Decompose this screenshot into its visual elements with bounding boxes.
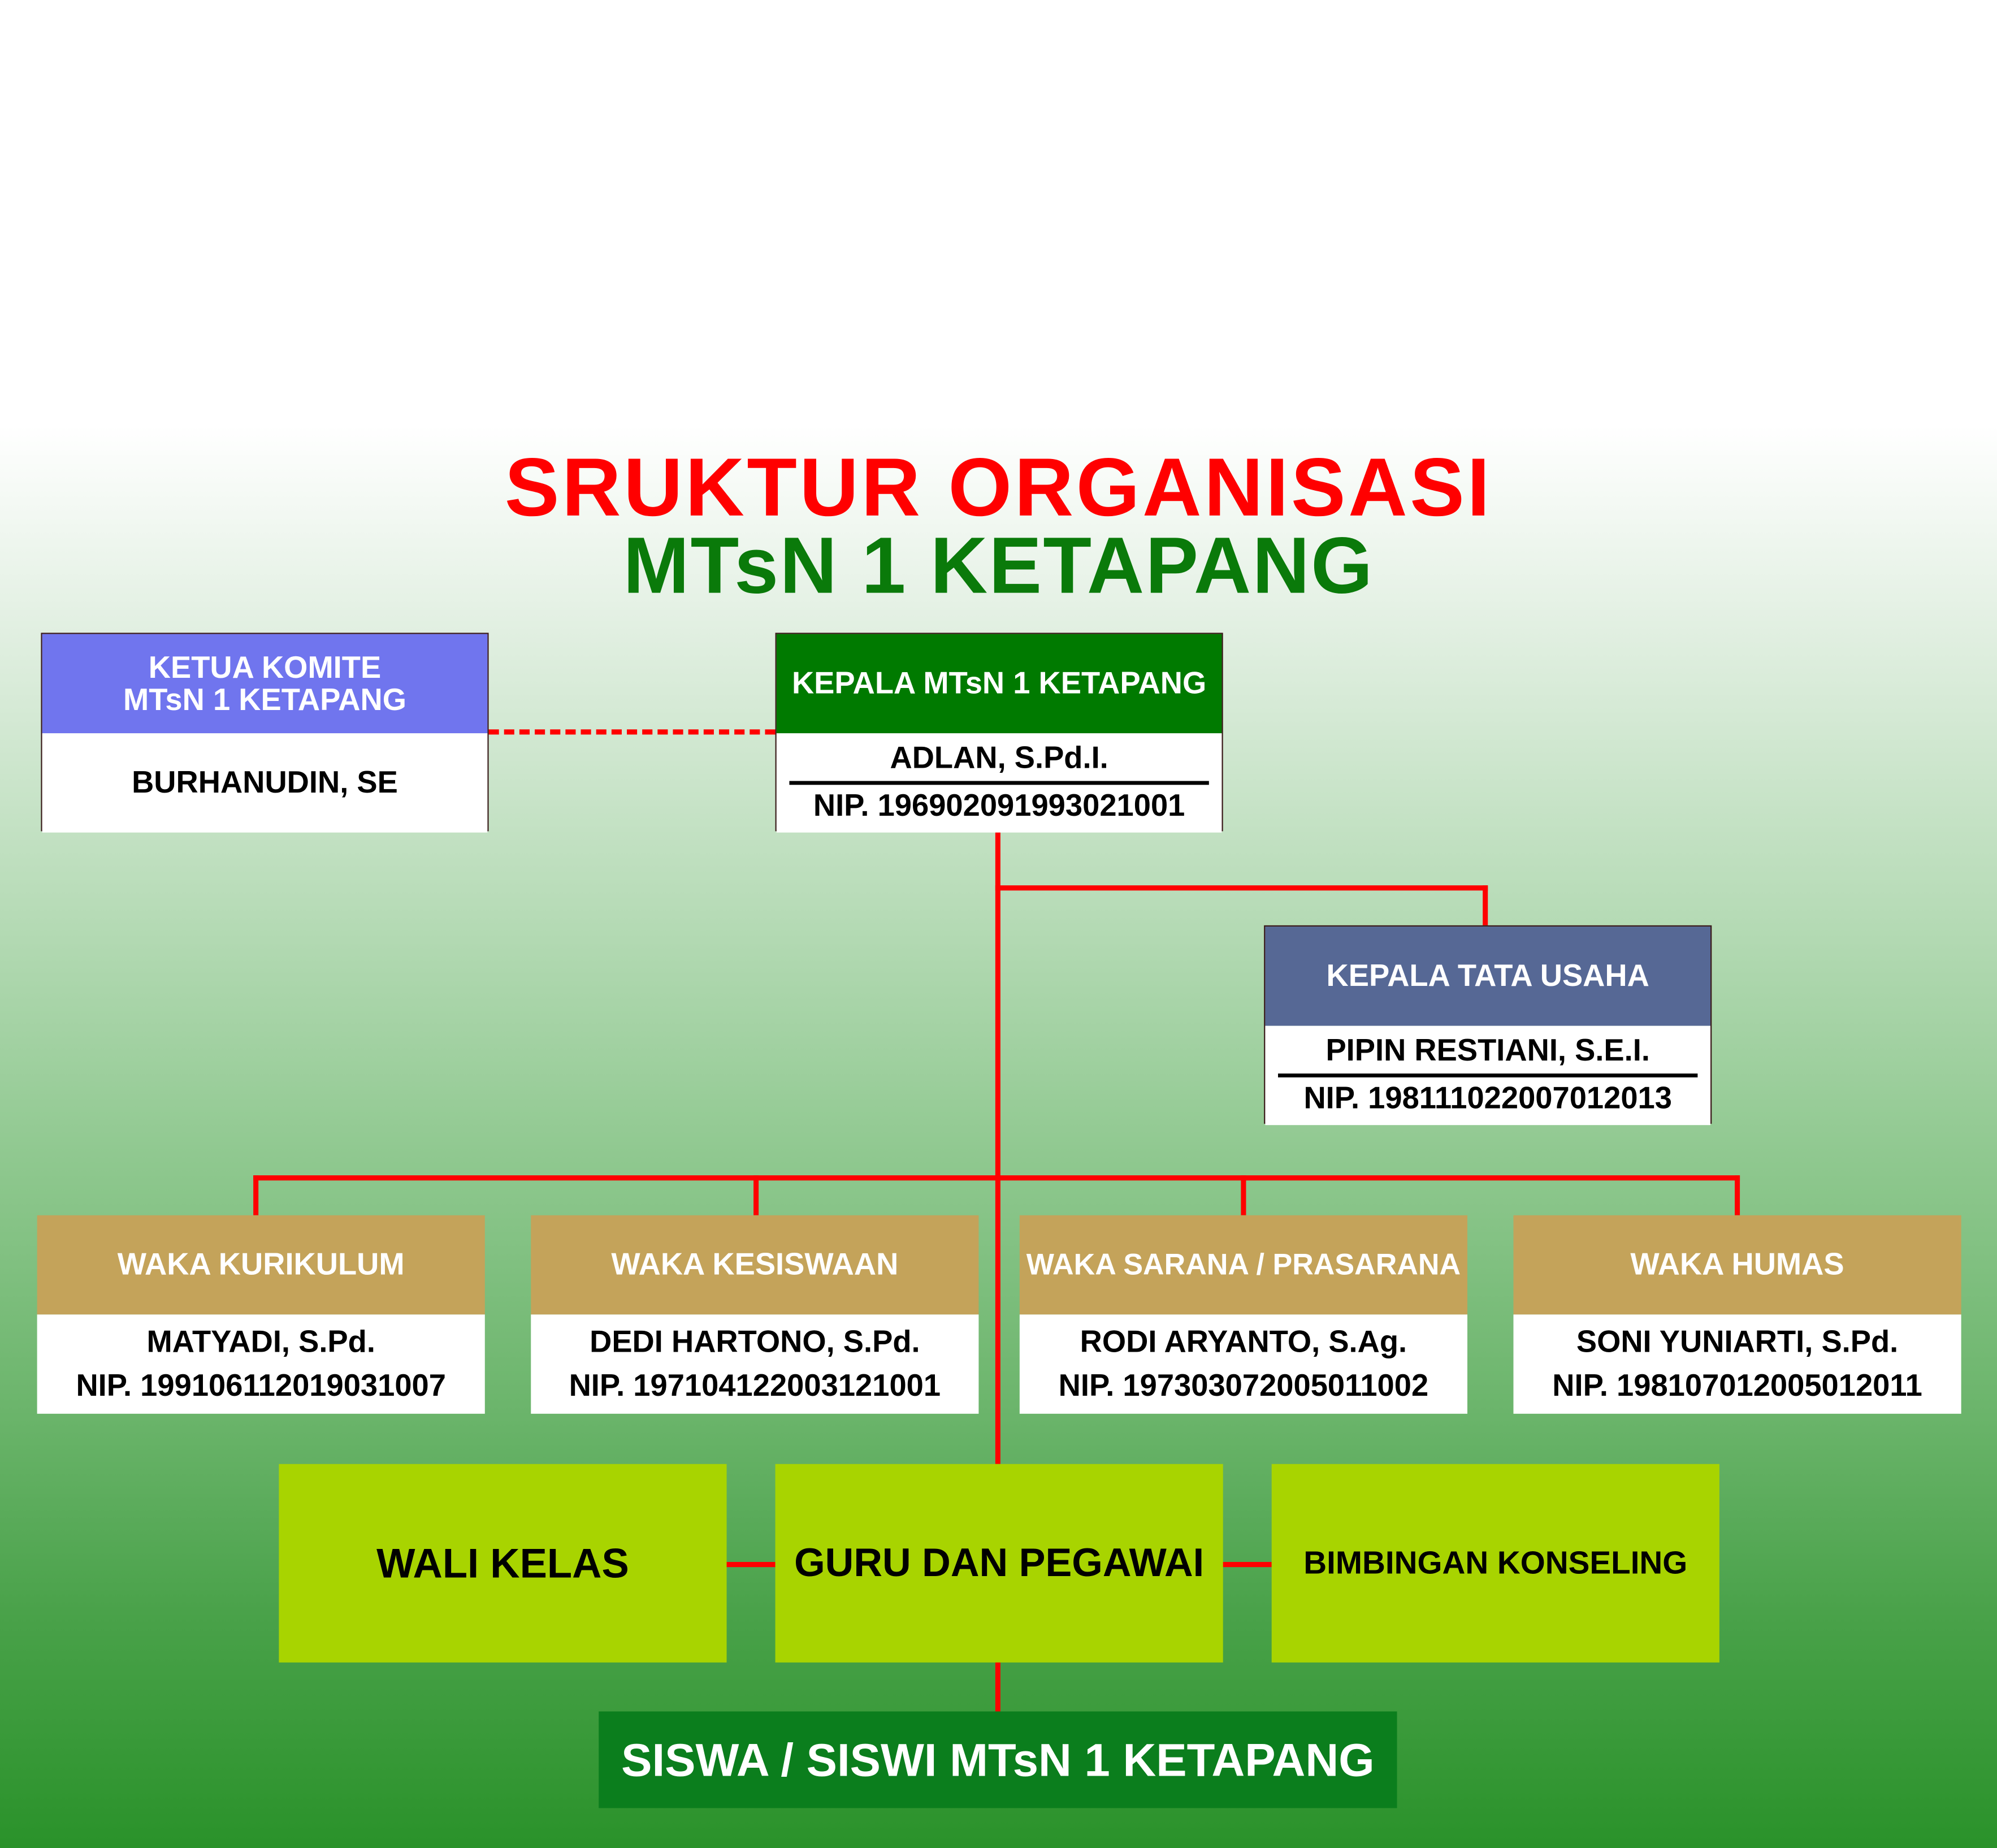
kepala-name: ADLAN, S.Pd.I. [890,741,1108,776]
komite-title-line2: MTsN 1 KETAPANG [123,682,406,717]
waka-drop [1241,1175,1246,1215]
main-vertical-connector [995,831,1000,1464]
bimbingan-konseling-label: BIMBINGAN KONSELING [1303,1544,1688,1581]
waka-drop [1735,1175,1740,1215]
siswa-connector [995,1661,1000,1712]
divider [1279,1073,1697,1077]
waka-name: SONI YUNIARTI, S.Pd. [1576,1324,1899,1359]
komite-title-line1: KETUA KOMITE [148,650,382,685]
divider [790,781,1208,785]
bk-connector [1221,1561,1272,1568]
waka-title: WAKA SARANA / PRASARANA [1019,1215,1468,1315]
ktu-connector-v [1483,885,1488,925]
wali-kelas-label: WALI KELAS [376,1539,629,1586]
wali-kelas-box: WALI KELAS [279,1464,727,1663]
waka-drop [753,1175,759,1215]
waka-sarana-box: WAKA SARANA / PRASARANA RODI ARYANTO, S.… [1019,1215,1468,1414]
waka-connector-h [253,1175,1740,1181]
waka-name: MATYADI, S.Pd. [146,1324,375,1359]
siswa-box: SISWA / SISWI MTsN 1 KETAPANG [599,1711,1397,1808]
waka-title: WAKA KESISWAAN [531,1215,979,1315]
ktu-nip: NIP. 198111022007012013 [1303,1081,1672,1116]
kepala-title: KEPALA MTsN 1 KETAPANG [776,634,1222,734]
waka-kesiswaan-box: WAKA KESISWAAN DEDI HARTONO, S.Pd. NIP. 1… [531,1215,979,1414]
waka-humas-box: WAKA HUMAS SONI YUNIARTI, S.Pd. NIP. 1981… [1513,1215,1961,1414]
komite-name: BURHANUDIN, SE [132,765,398,800]
waka-kurikulum-box: WAKA KURIKULUM MATYADI, S.Pd. NIP. 199106… [37,1215,485,1414]
bimbingan-konseling-box: BIMBINGAN KONSELING [1271,1464,1719,1663]
waka-nip: NIP. 197303072005011002 [1058,1367,1429,1403]
waka-title: WAKA HUMAS [1513,1215,1961,1315]
ktu-name: PIPIN RESTIANI, S.E.I. [1325,1033,1650,1068]
ktu-connector-h [995,885,1488,891]
chart-subtitle: MTsN 1 KETAPANG [623,522,1374,611]
waka-name: DEDI HARTONO, S.Pd. [590,1324,920,1359]
chart-title: SRUKTUR ORGANISASI [504,440,1493,534]
siswa-label: SISWA / SISWI MTsN 1 KETAPANG [621,1733,1375,1786]
ktu-title: KEPALA TATA USAHA [1265,927,1711,1026]
wali-connector [725,1561,776,1568]
kepala-nip: NIP. 196902091993021001 [813,789,1185,824]
guru-pegawai-box: GURU DAN PEGAWAI [775,1464,1223,1663]
guru-pegawai-label: GURU DAN PEGAWAI [794,1540,1205,1586]
waka-nip: NIP. 197104122003121001 [569,1367,941,1403]
ktu-box: KEPALA TATA USAHA PIPIN RESTIANI, S.E.I.… [1264,925,1712,1126]
waka-title: WAKA KURIKULUM [37,1215,485,1315]
kepala-box: KEPALA MTsN 1 KETAPANG ADLAN, S.Pd.I. NI… [775,633,1223,833]
waka-drop [253,1175,259,1215]
komite-dashed-connector [488,729,776,735]
waka-nip: NIP. 198107012005012011 [1552,1367,1922,1403]
waka-name: RODI ARYANTO, S.Ag. [1080,1324,1407,1359]
komite-box: KETUA KOMITE MTsN 1 KETAPANG BURHANUDIN,… [41,633,489,833]
waka-nip: NIP. 199106112019031007 [76,1367,446,1403]
